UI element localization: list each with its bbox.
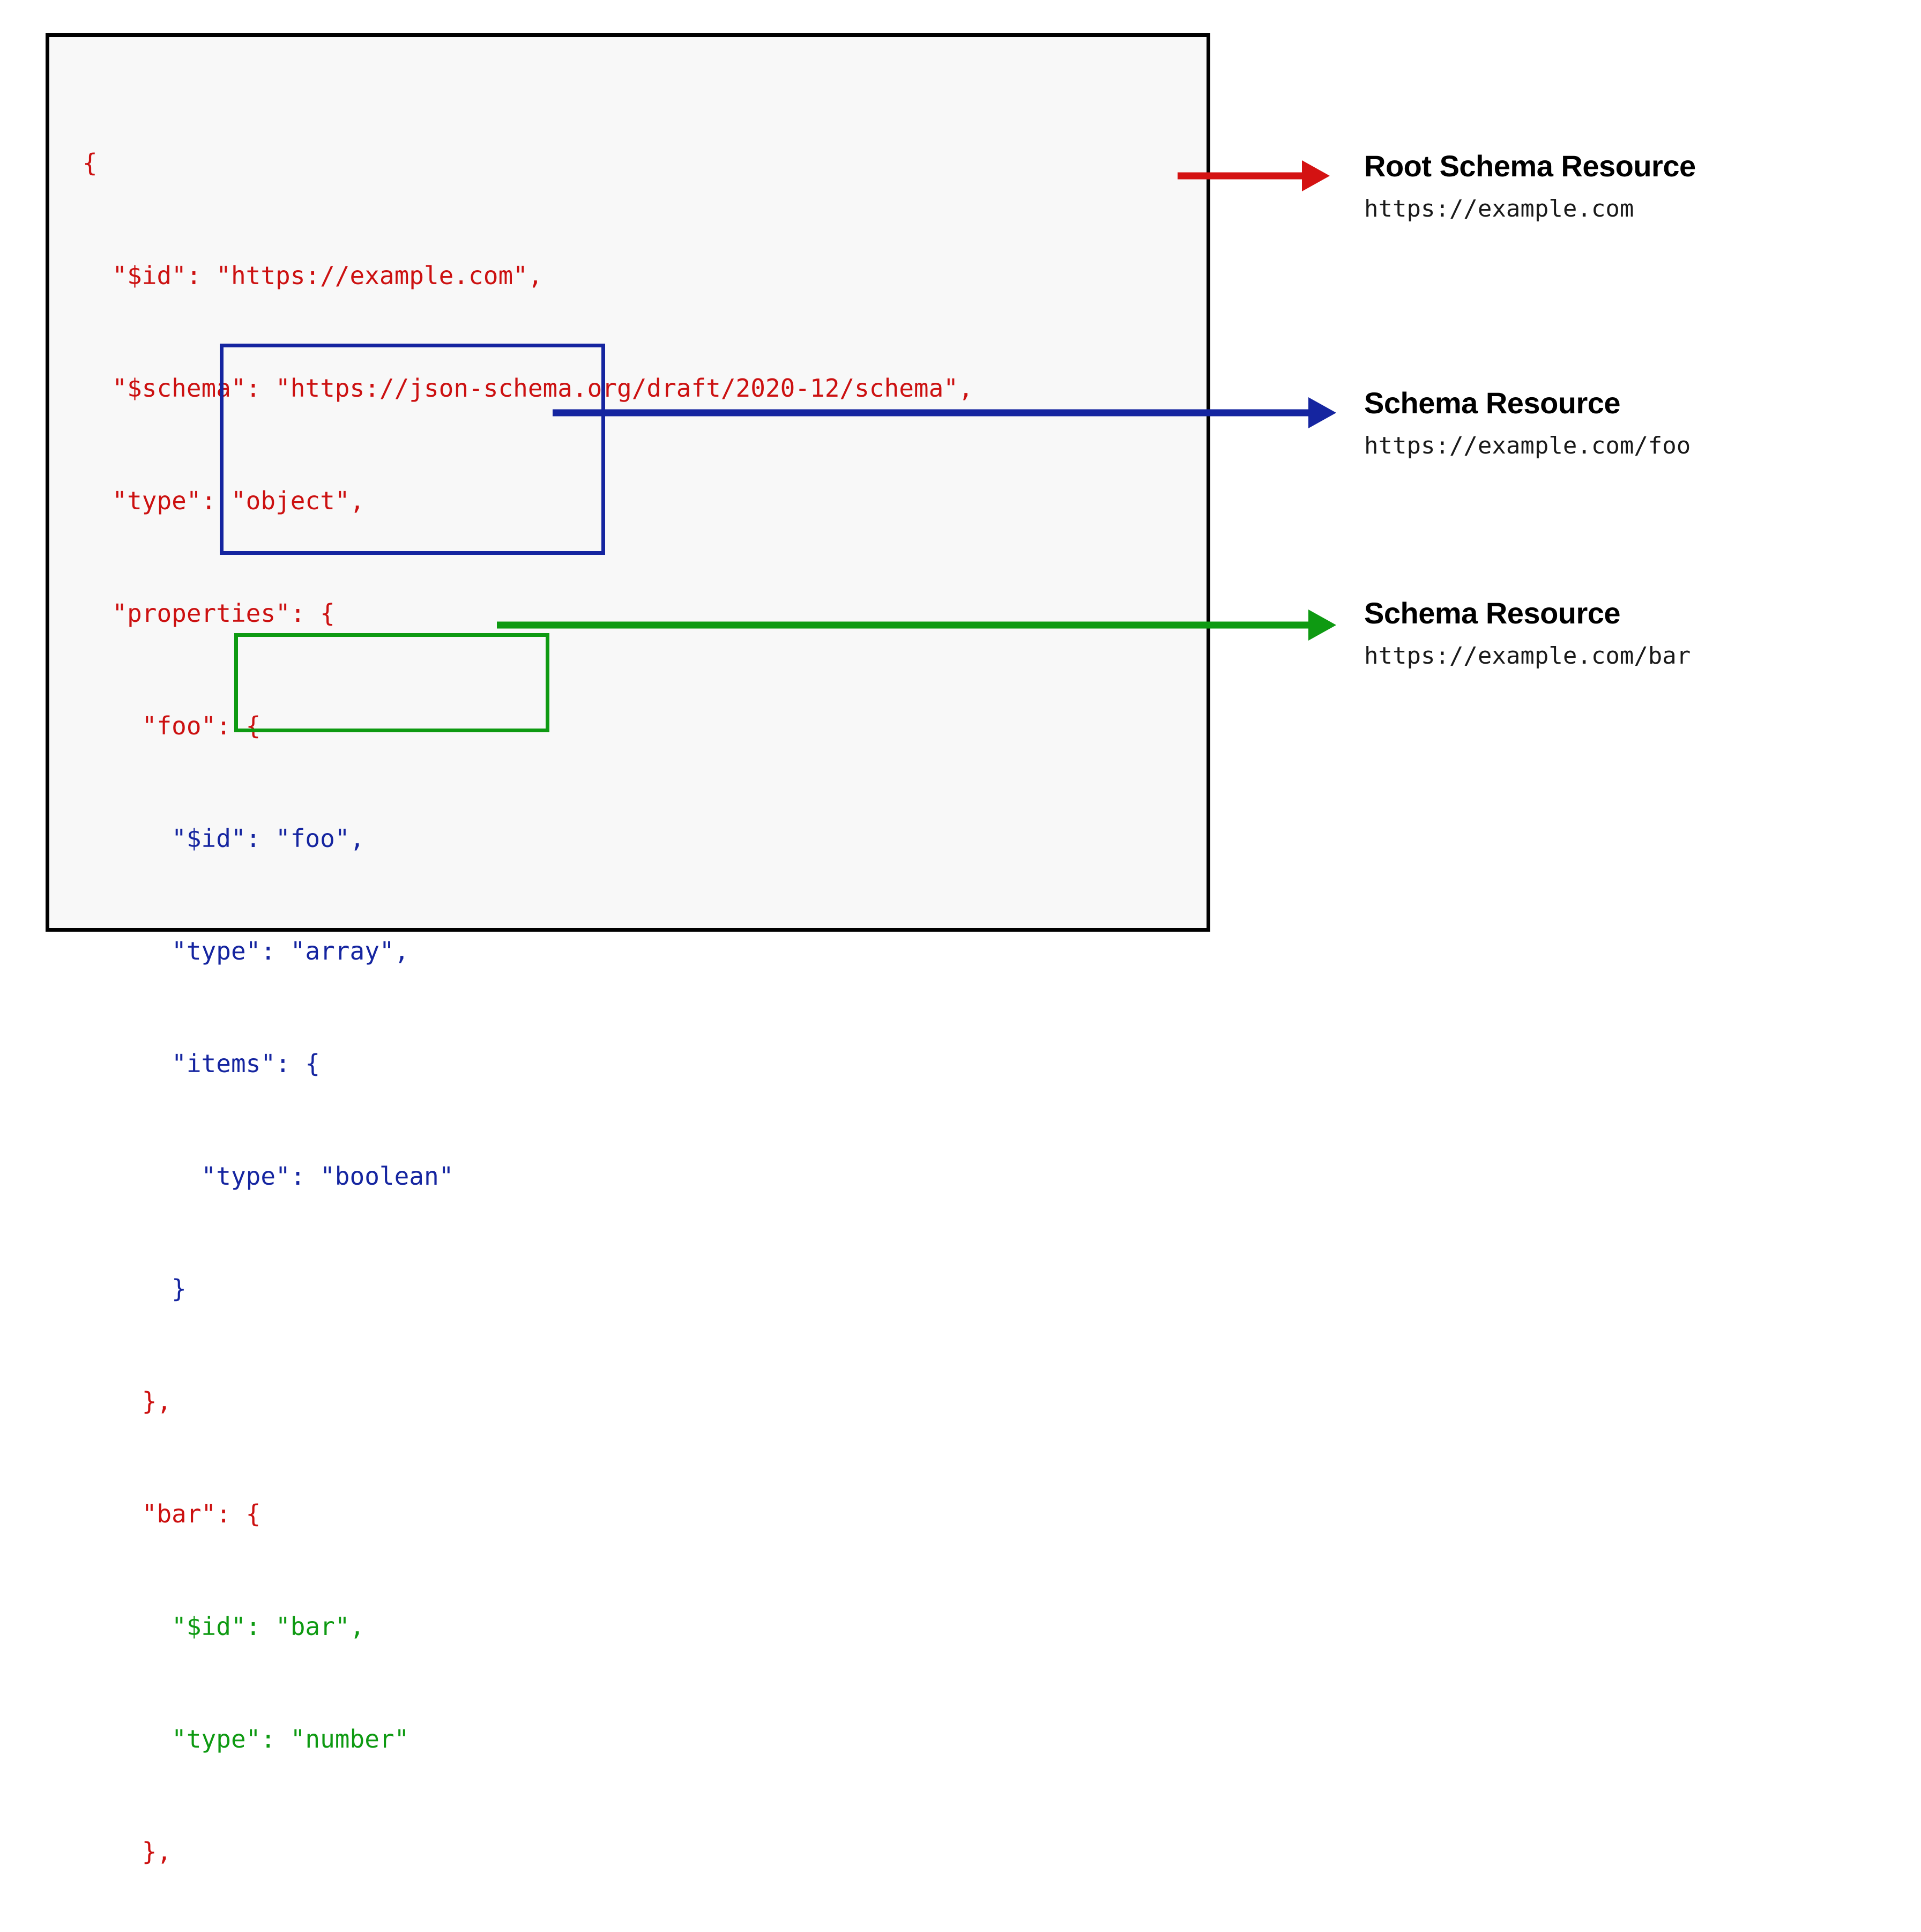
code-line-9: "items": { <box>83 1049 321 1078</box>
legend-bar-schema-resource: Schema Resource https://example.com/bar <box>1364 597 1691 670</box>
code-line-2: "$id": "https://example.com", <box>83 261 543 290</box>
code-line-7: "$id": "foo", <box>83 824 365 853</box>
arrow-head <box>1308 397 1336 428</box>
code-line-11: } <box>83 1274 187 1303</box>
arrow-head <box>1302 160 1330 191</box>
code-line-12: }, <box>83 1387 172 1416</box>
arrow-shaft <box>497 621 1313 629</box>
legend-uri-foo: https://example.com/foo <box>1364 432 1691 459</box>
code-line-3: "$schema": "https://json-schema.org/draf… <box>83 374 973 403</box>
legend-title-bar: Schema Resource <box>1364 596 1621 630</box>
legend-uri-bar: https://example.com/bar <box>1364 642 1691 670</box>
highlight-box-bar-schema-resource <box>234 633 549 732</box>
arrow-shaft <box>1178 172 1306 180</box>
code-panel: { "$id": "https://example.com", "$schema… <box>46 33 1210 1866</box>
legend-uri-root: https://example.com <box>1364 195 1634 222</box>
code-line-6: "foo": { <box>83 711 261 740</box>
code-line-10: "type": "boolean" <box>83 1162 454 1191</box>
arrow-shaft <box>553 409 1313 417</box>
code-line-8: "type": "array", <box>83 937 409 965</box>
legend-foo-schema-resource: Schema Resource https://example.com/foo <box>1364 387 1691 460</box>
legend-title-root: Root Schema Resource <box>1364 149 1696 183</box>
arrow-head <box>1308 610 1336 641</box>
highlight-box-foo-schema-resource <box>220 344 605 555</box>
code-line-16: }, <box>83 1837 172 1866</box>
legend-root-schema-resource: Root Schema Resource https://example.com <box>1364 150 1696 223</box>
code-line-14: "$id": "bar", <box>83 1612 365 1641</box>
code-line-15: "type": "number" <box>83 1725 409 1753</box>
code-line-5: "properties": { <box>83 599 335 628</box>
code-line-13: "bar": { <box>83 1499 261 1528</box>
code-line-4: "type": "object", <box>83 486 365 515</box>
legend-title-foo: Schema Resource <box>1364 386 1621 420</box>
code-line-1: { <box>83 148 98 177</box>
